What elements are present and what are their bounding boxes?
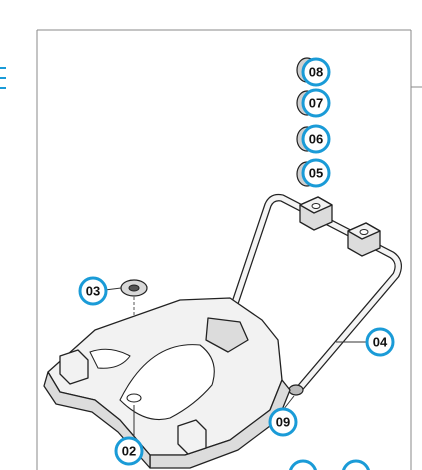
callout-05: 05 bbox=[301, 158, 331, 188]
partial-callouts bbox=[289, 459, 370, 470]
callout-label: 03 bbox=[86, 284, 100, 299]
callout-07: 07 bbox=[301, 88, 331, 118]
page-edge-marker bbox=[0, 67, 6, 89]
callout-label: 07 bbox=[309, 96, 323, 111]
callout-08: 08 bbox=[301, 57, 331, 87]
callout-06: 06 bbox=[301, 124, 331, 154]
base-plate bbox=[43, 297, 291, 469]
callout-02: 02 bbox=[114, 436, 144, 466]
callout-04: 04 bbox=[365, 327, 395, 357]
callout-label: 02 bbox=[122, 444, 136, 459]
callout-label: 04 bbox=[373, 335, 388, 350]
callout-label: 09 bbox=[276, 415, 290, 430]
callout-label: 08 bbox=[309, 65, 323, 80]
callout-label: 05 bbox=[309, 166, 323, 181]
callout-label: 06 bbox=[309, 132, 323, 147]
support-bracket bbox=[228, 193, 402, 396]
callout-09: 09 bbox=[268, 407, 298, 437]
callout-03: 03 bbox=[78, 276, 108, 306]
